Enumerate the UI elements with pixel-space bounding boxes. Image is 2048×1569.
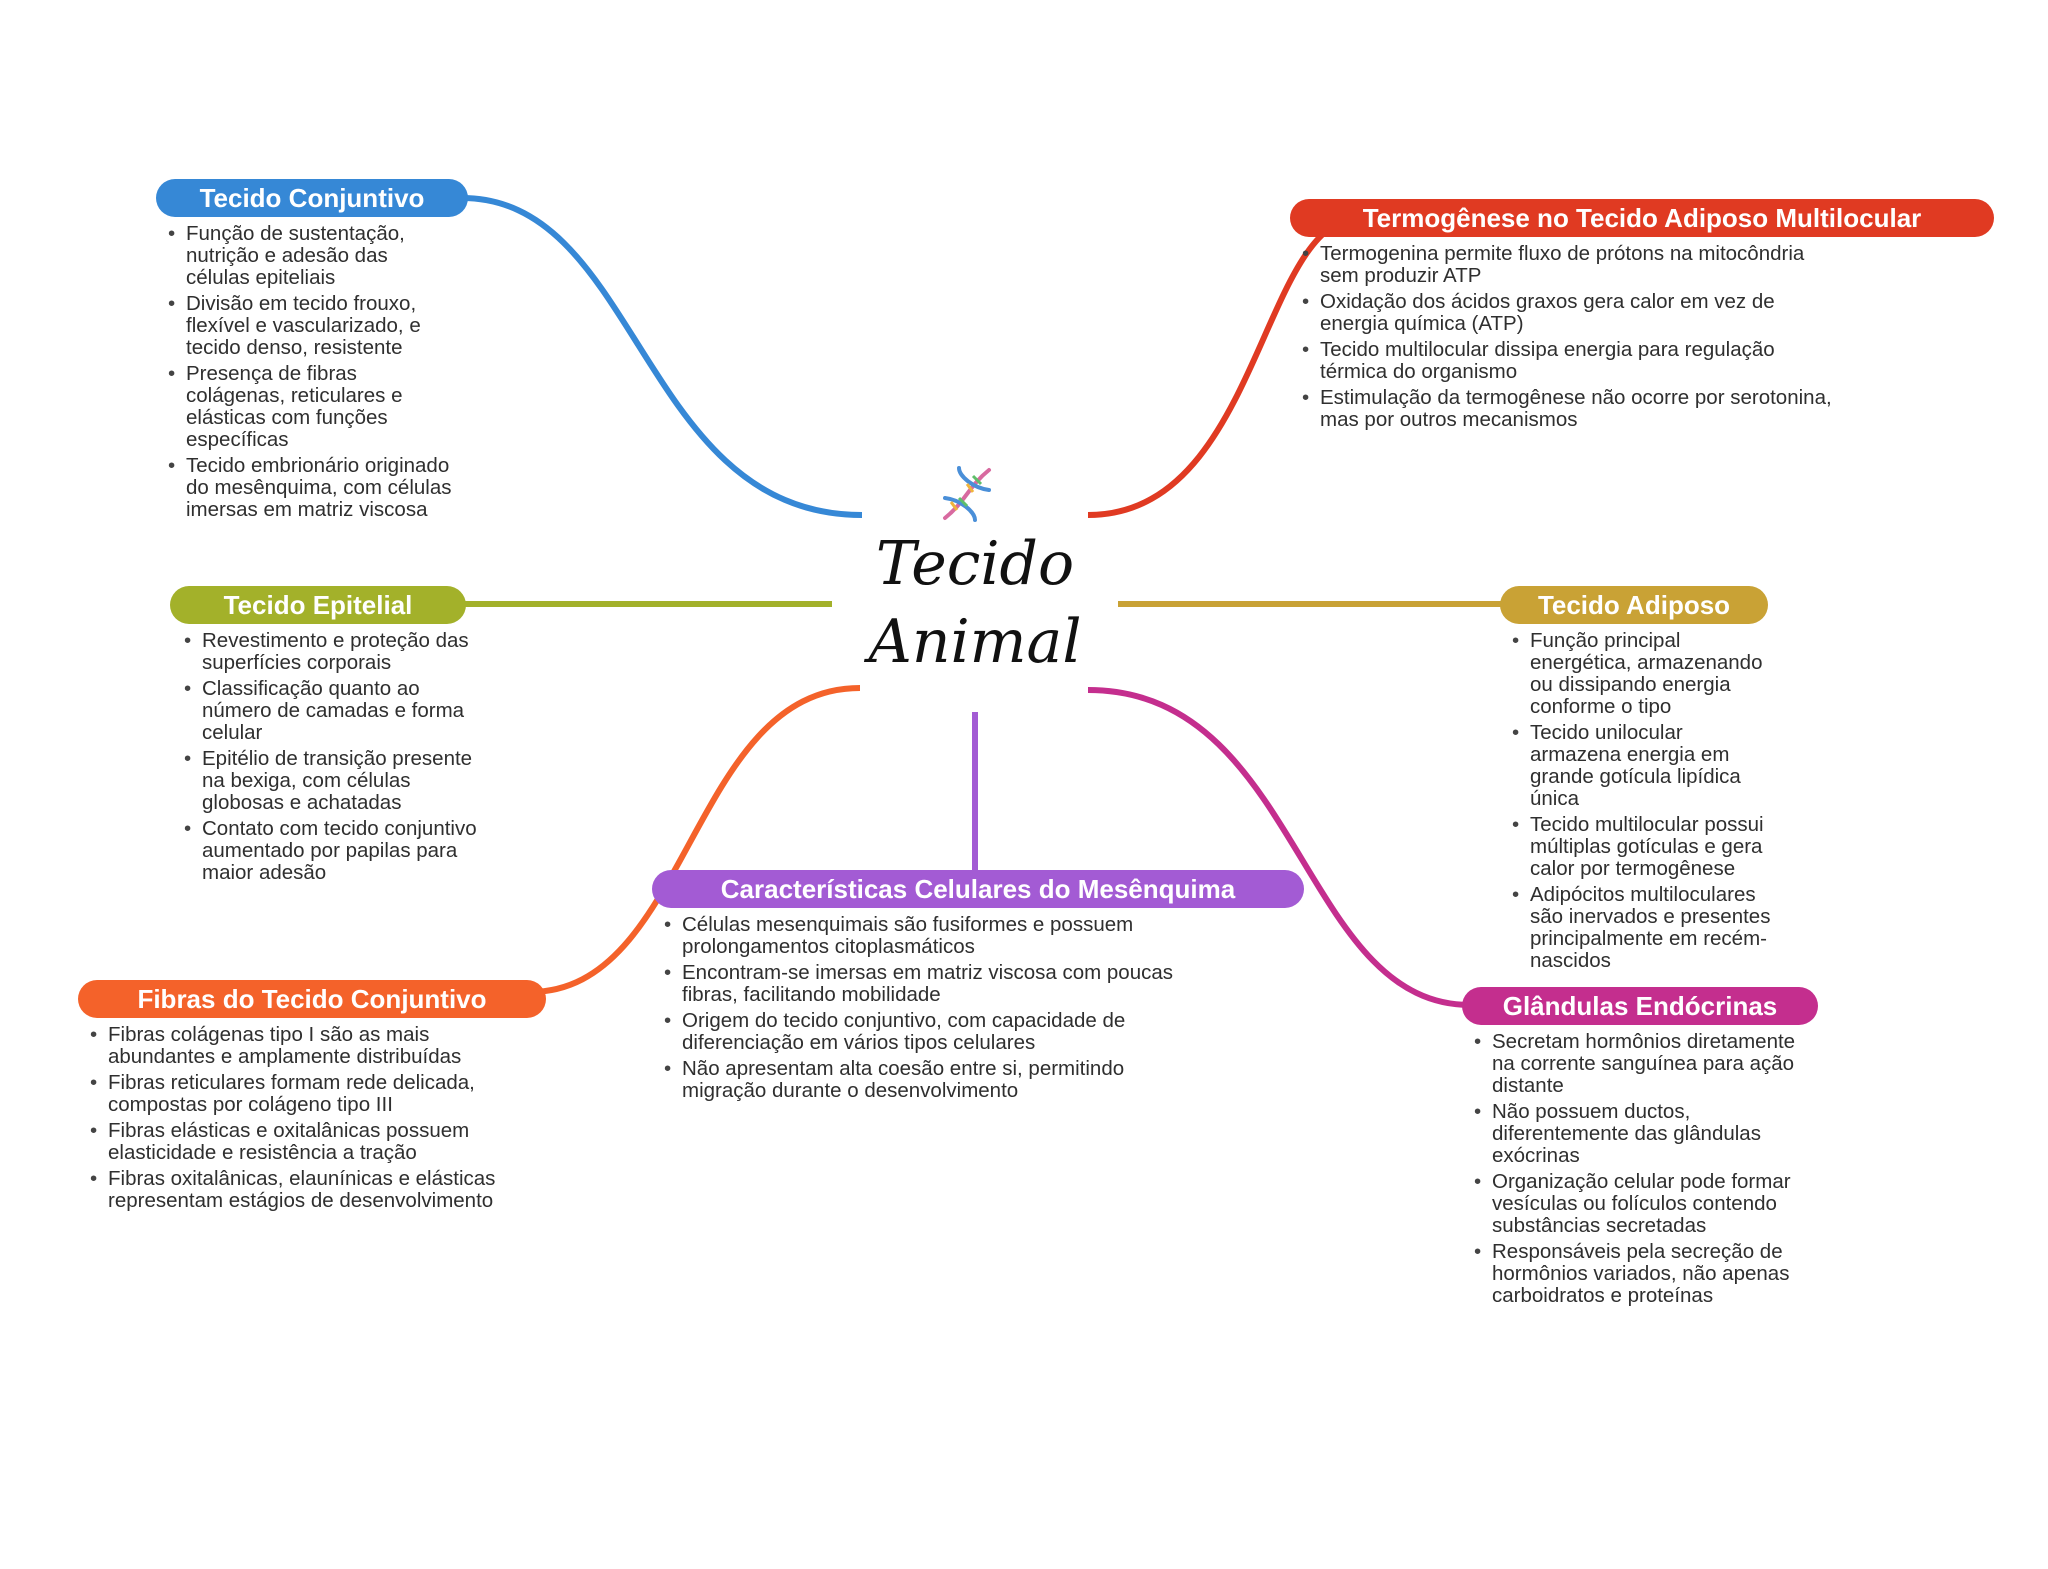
- branch-title-tecido-conjuntivo[interactable]: Tecido Conjuntivo: [156, 179, 468, 217]
- list-item: Secretam hormônios diretamente na corren…: [1468, 1031, 1818, 1097]
- list-item: Oxidação dos ácidos graxos gera calor em…: [1296, 291, 1836, 335]
- list-item: Função de sustentação, nutrição e adesão…: [162, 223, 452, 289]
- branch-title-tecido-adiposo[interactable]: Tecido Adiposo: [1500, 586, 1768, 624]
- list-item: Tecido unilocular armazena energia em gr…: [1506, 722, 1776, 810]
- branch-fibras-tecido-conjuntivo: Fibras do Tecido Conjuntivo Fibras colág…: [78, 980, 548, 1216]
- list-item: Epitélio de transição presente na bexiga…: [178, 748, 494, 814]
- list-item: Contato com tecido conjuntivo aumentado …: [178, 818, 494, 884]
- list-item: Origem do tecido conjuntivo, com capacid…: [658, 1010, 1198, 1054]
- list-item: Fibras oxitalânicas, elaunínicas e elást…: [84, 1168, 504, 1212]
- list-item: Divisão em tecido frouxo, flexível e vas…: [162, 293, 452, 359]
- branch-mesenquima: Características Celulares do Mesênquima …: [652, 870, 1304, 1106]
- branch-termogenese: Termogênese no Tecido Adiposo Multilocul…: [1290, 199, 1995, 435]
- list-item: Não possuem ductos, diferentemente das g…: [1468, 1101, 1818, 1167]
- branch-title-fibras[interactable]: Fibras do Tecido Conjuntivo: [78, 980, 546, 1018]
- dna-icon: [943, 466, 991, 522]
- branch-list-tecido-conjuntivo: Função de sustentação, nutrição e adesão…: [162, 223, 452, 521]
- list-item: Tecido multilocular dissipa energia para…: [1296, 339, 1836, 383]
- branch-glandulas-endocrinas: Glândulas Endócrinas Secretam hormônios …: [1462, 987, 1822, 1311]
- connector-tecido-conjuntivo: [461, 195, 863, 518]
- branch-tecido-adiposo: Tecido Adiposo Função principal energéti…: [1500, 586, 1780, 976]
- connector-glandulas: [1087, 687, 1471, 1008]
- list-item: Encontram-se imersas em matriz viscosa c…: [658, 962, 1198, 1006]
- list-item: Estimulação da termogênese não ocorre po…: [1296, 387, 1836, 431]
- branch-list-tecido-epitelial: Revestimento e proteção das superfícies …: [178, 630, 494, 884]
- list-item: Fibras reticulares formam rede delicada,…: [84, 1072, 504, 1116]
- list-item: Função principal energética, armazenando…: [1506, 630, 1776, 718]
- list-item: Termogenina permite fluxo de prótons na …: [1296, 243, 1836, 287]
- list-item: Adipócitos multiloculares são inervados …: [1506, 884, 1776, 972]
- list-item: Fibras elásticas e oxitalânicas possuem …: [84, 1120, 504, 1164]
- list-item: Tecido multilocular possui múltiplas got…: [1506, 814, 1776, 880]
- branch-tecido-epitelial: Tecido Epitelial Revestimento e proteção…: [170, 586, 510, 888]
- list-item: Células mesenquimais são fusiformes e po…: [658, 914, 1198, 958]
- list-item: Não apresentam alta coesão entre si, per…: [658, 1058, 1198, 1102]
- branch-list-termogenese: Termogenina permite fluxo de prótons na …: [1296, 243, 1836, 431]
- branch-title-termogenese[interactable]: Termogênese no Tecido Adiposo Multilocul…: [1290, 199, 1994, 237]
- list-item: Organização celular pode formar vesícula…: [1468, 1171, 1818, 1237]
- branch-list-tecido-adiposo: Função principal energética, armazenando…: [1506, 630, 1776, 972]
- branch-title-mesenquima[interactable]: Características Celulares do Mesênquima: [652, 870, 1304, 908]
- central-title-line-1: Tecido: [875, 529, 1075, 599]
- central-title-line-2: Animal: [868, 607, 1082, 677]
- branch-tecido-conjuntivo: Tecido Conjuntivo Função de sustentação,…: [156, 179, 476, 525]
- central-topic-title: Tecido Animal: [855, 525, 1095, 681]
- list-item: Classificação quanto ao número de camada…: [178, 678, 494, 744]
- list-item: Tecido embrionário originado do mesênqui…: [162, 455, 452, 521]
- list-item: Revestimento e proteção das superfícies …: [178, 630, 494, 674]
- list-item: Responsáveis pela secreção de hormônios …: [1468, 1241, 1818, 1307]
- list-item: Presença de fibras colágenas, reticulare…: [162, 363, 452, 451]
- branch-list-fibras: Fibras colágenas tipo I são as mais abun…: [84, 1024, 504, 1212]
- branch-list-mesenquima: Células mesenquimais são fusiformes e po…: [658, 914, 1198, 1102]
- branch-list-glandulas: Secretam hormônios diretamente na corren…: [1468, 1031, 1818, 1307]
- list-item: Fibras colágenas tipo I são as mais abun…: [84, 1024, 504, 1068]
- branch-title-glandulas[interactable]: Glândulas Endócrinas: [1462, 987, 1818, 1025]
- connector-fibras: [529, 685, 861, 995]
- branch-title-tecido-epitelial[interactable]: Tecido Epitelial: [170, 586, 466, 624]
